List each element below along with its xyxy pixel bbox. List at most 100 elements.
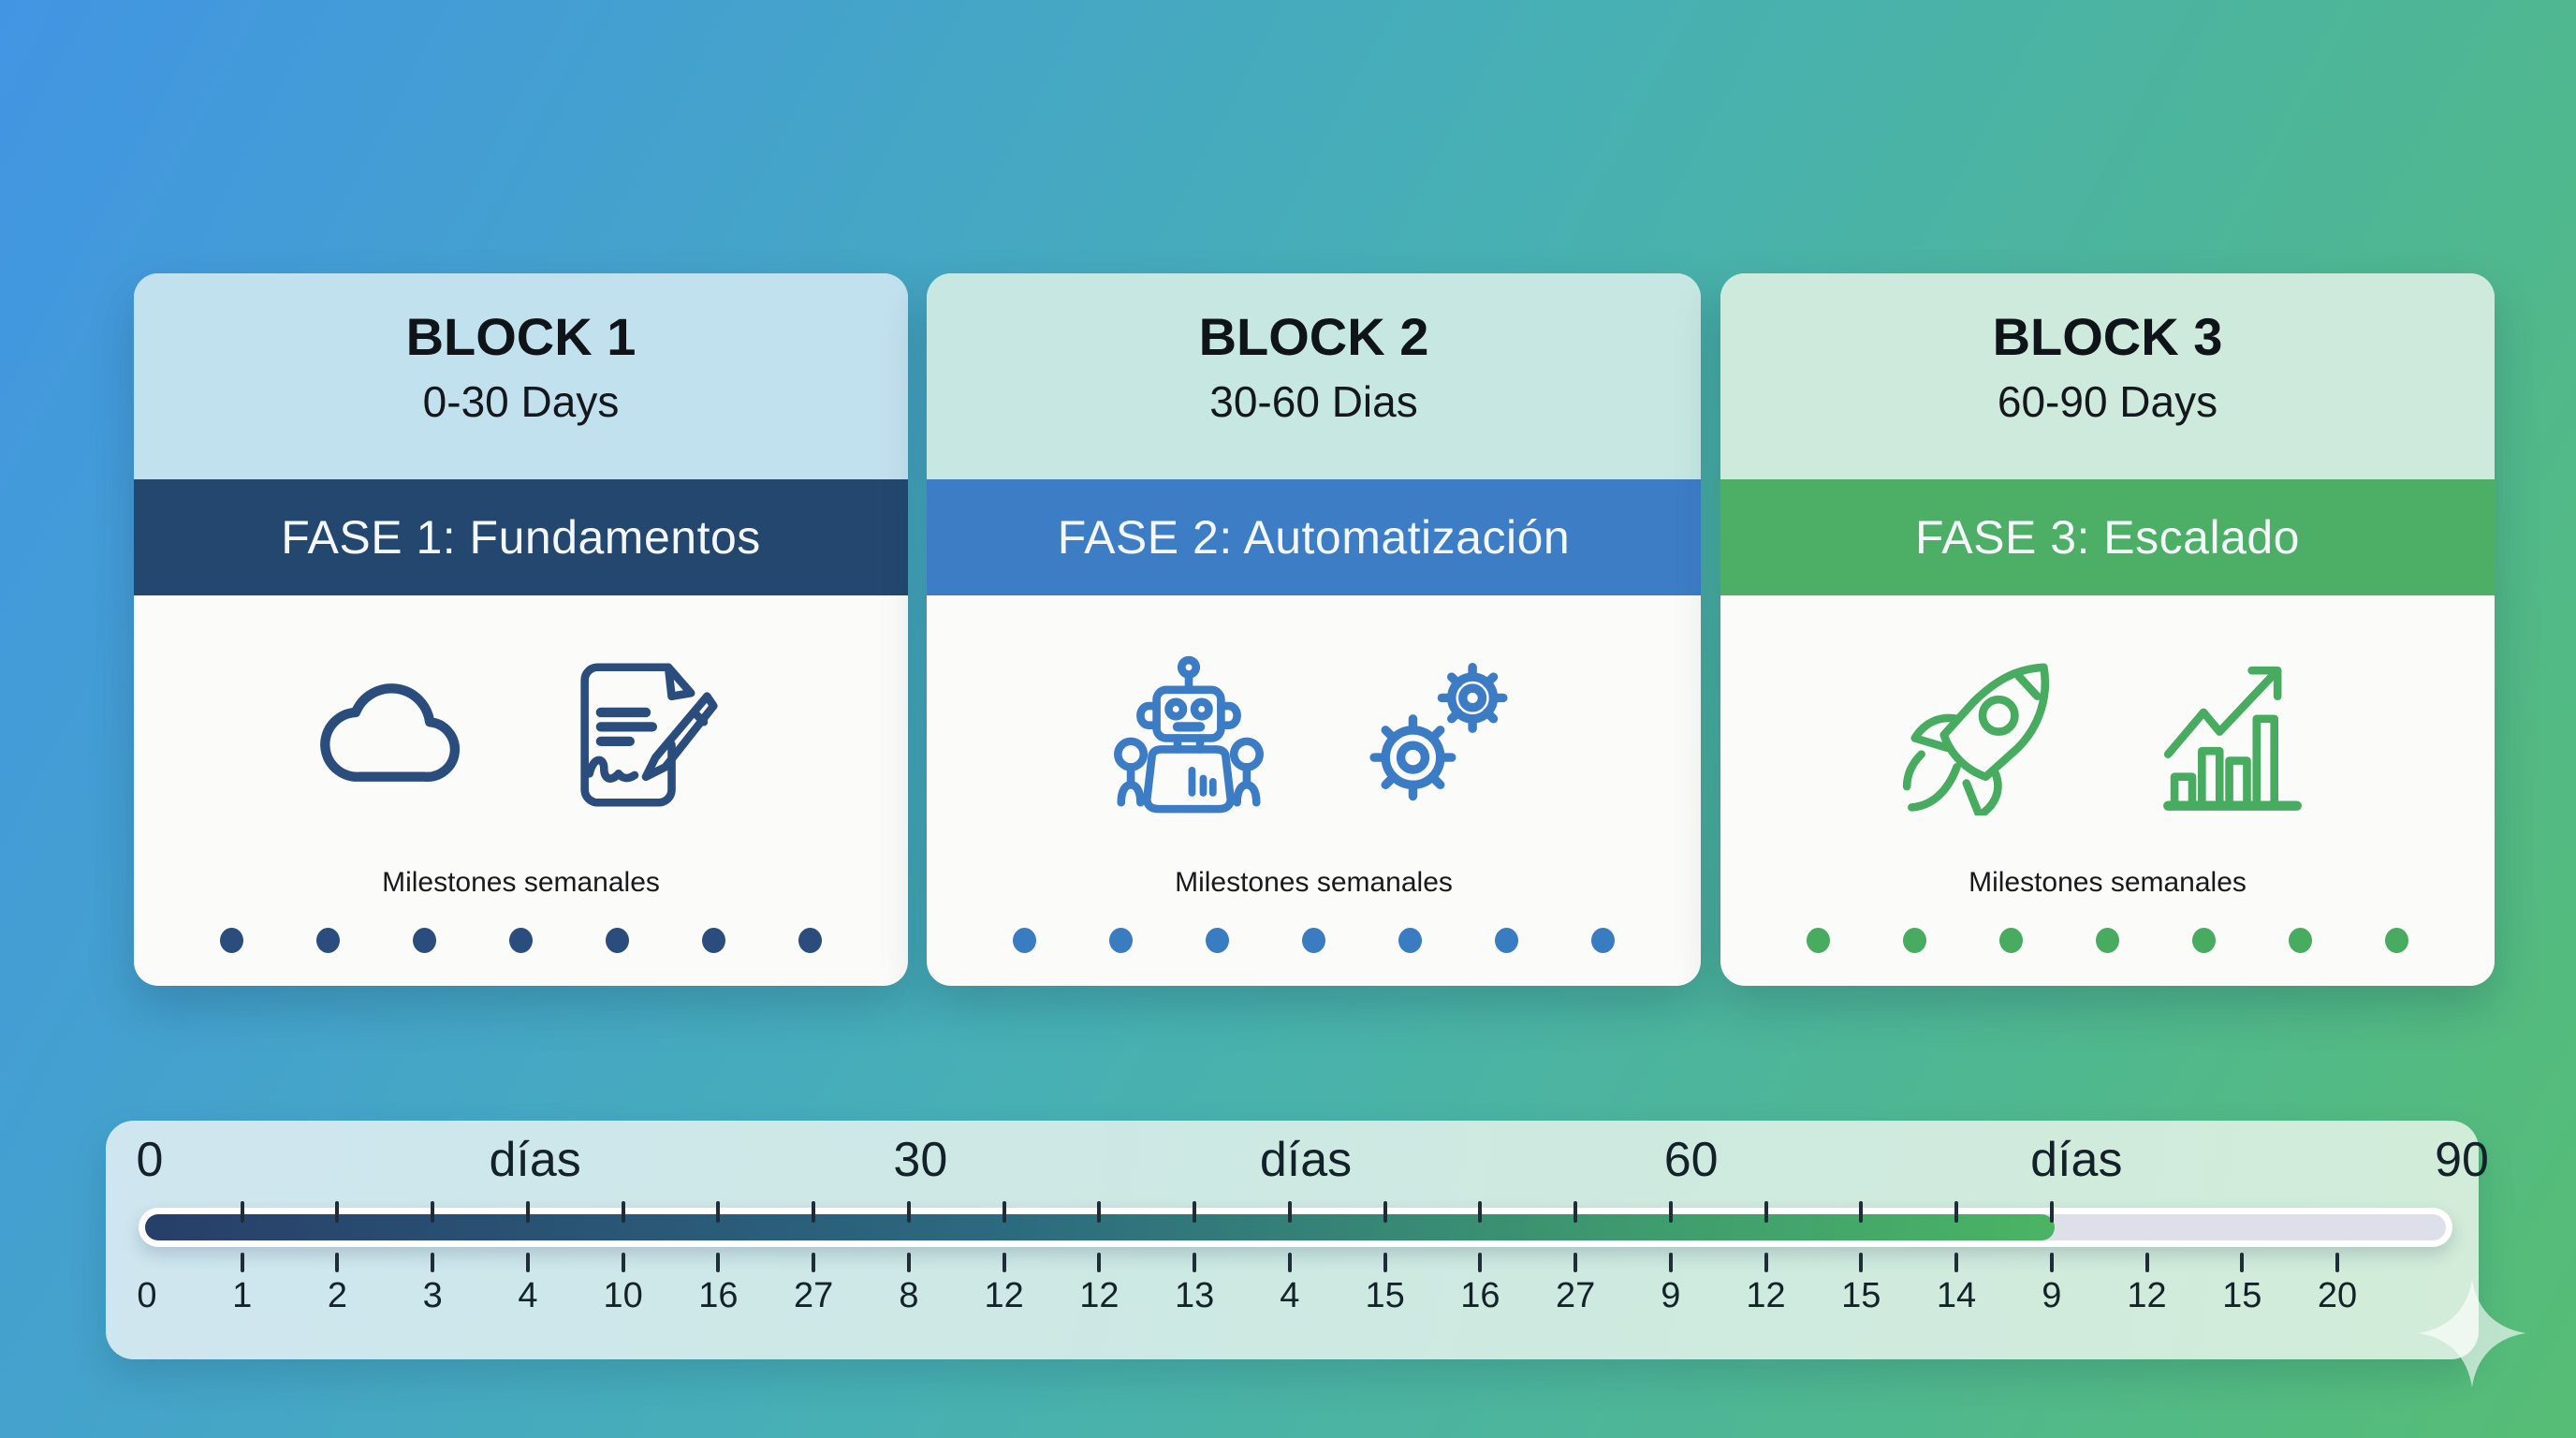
block-title: BLOCK 1 [405,307,637,366]
upper-ticks [147,1201,2337,1223]
rocket-icon [1902,663,2050,815]
milestone-dot [1206,928,1229,953]
tick-number: 8 [899,1276,919,1315]
axis-label: 0 [136,1133,164,1187]
tick-mark [1668,1253,1673,1272]
milestone-dot [509,928,533,953]
lower-ticks [147,1253,2339,1272]
tick-mark [1668,1201,1673,1223]
tick-number: 15 [1841,1276,1881,1315]
milestone-dot [798,928,822,953]
tick-number: 1 [232,1276,253,1315]
milestone-dot [2289,928,2312,953]
phase-label: FASE 3: Escalado [1914,511,2300,564]
tick-mark [2049,1253,2054,1272]
tick-mark [1478,1201,1483,1223]
sparkle-icon [2418,1279,2526,1387]
tick-mark [335,1201,340,1223]
milestone-dot [1013,928,1036,953]
tick-number: 12 [1079,1276,1120,1315]
tick-mark [2144,1253,2149,1272]
milestone-dot [702,928,725,953]
tick-mark [812,1201,816,1223]
card-header: BLOCK 3 60-90 Days [1720,273,2495,479]
tick-mark [716,1201,721,1223]
milestone-dot [2096,928,2119,953]
tick-mark [1097,1201,1102,1223]
tick-number: 20 [2317,1276,2358,1315]
tick-mark [2335,1253,2339,1272]
milestone-dot [1302,928,1325,953]
tick-number: 15 [2222,1276,2262,1315]
tick-mark [2240,1253,2245,1272]
tick-number: 9 [1661,1276,1681,1315]
tick-mark [1573,1201,1578,1223]
milestone-dot [606,928,629,953]
axis-label: días [489,1133,581,1187]
block-date-range: 0-30 Days [422,377,620,427]
tick-number: 10 [603,1276,643,1315]
progress-track [139,1208,2452,1247]
tick-number: 9 [2042,1276,2062,1315]
tick-mark [812,1253,816,1272]
tick-number: 4 [518,1276,538,1315]
tick-number: 14 [1936,1276,1977,1315]
axis-label: 60 [1663,1133,1719,1187]
phase-card-1: BLOCK 1 0-30 Days FASE 1: Fundamentos Mi… [134,273,908,986]
axis-label: 30 [893,1133,948,1187]
tick-number: 0 [137,1276,157,1315]
tick-number: 3 [422,1276,443,1315]
tick-mark [906,1253,911,1272]
tick-mark [1859,1201,1864,1223]
block-date-range: 30-60 Dias [1209,377,1418,427]
phase-band: FASE 3: Escalado [1720,479,2495,595]
phase-band: FASE 2: Automatización [927,479,1701,595]
milestone-dot [2192,928,2216,953]
phase-label: FASE 1: Fundamentos [281,511,761,564]
growth-chart-icon [2163,666,2302,811]
milestone-dot [413,928,436,953]
milestone-dot [1999,928,2023,953]
tick-mark [240,1201,244,1223]
robot-icon [1114,655,1264,814]
milestone-dot [1109,928,1133,953]
tick-mark [906,1201,911,1223]
milestone-dot [316,928,340,953]
axis-label: días [1259,1133,1353,1187]
tick-mark [1764,1253,1768,1272]
phase-band: FASE 1: Fundamentos [134,479,908,595]
tick-number: 2 [327,1276,348,1315]
tick-mark [1193,1201,1197,1223]
milestones-label: Milestones semanales [1175,867,1453,898]
tick-mark [1193,1253,1197,1272]
tick-number: 4 [1280,1276,1300,1315]
block-title: BLOCK 2 [1198,307,1429,366]
tick-number: 27 [794,1276,834,1315]
milestones-label: Milestones semanales [1969,867,2247,898]
tick-mark [1478,1253,1483,1272]
tick-mark [2049,1201,2054,1223]
phase-card-3: BLOCK 3 60-90 Days FASE 3: Escalado [1720,273,2495,986]
milestones-label: Milestones semanales [382,867,660,898]
milestone-dot [1903,928,1926,953]
icon-row [927,650,1701,820]
icon-row [1720,650,2495,820]
contract-signing-icon [580,663,718,807]
tick-number: 12 [2127,1276,2167,1315]
sparkle-shape [2418,1279,2526,1387]
phase-card-2: BLOCK 2 30-60 Dias FASE 2: Automatizació… [927,273,1701,986]
gears-icon [1369,663,1508,801]
tick-number: 13 [1174,1276,1215,1315]
tick-mark [525,1201,530,1223]
tick-mark [621,1201,625,1223]
tick-mark [1002,1253,1006,1272]
milestone-dots [1807,928,2408,953]
milestone-dots [1013,928,1615,953]
tick-mark [431,1253,435,1272]
card-header: BLOCK 2 30-60 Dias [927,273,1701,479]
milestone-dot [1398,928,1422,953]
tick-mark [1764,1201,1768,1223]
